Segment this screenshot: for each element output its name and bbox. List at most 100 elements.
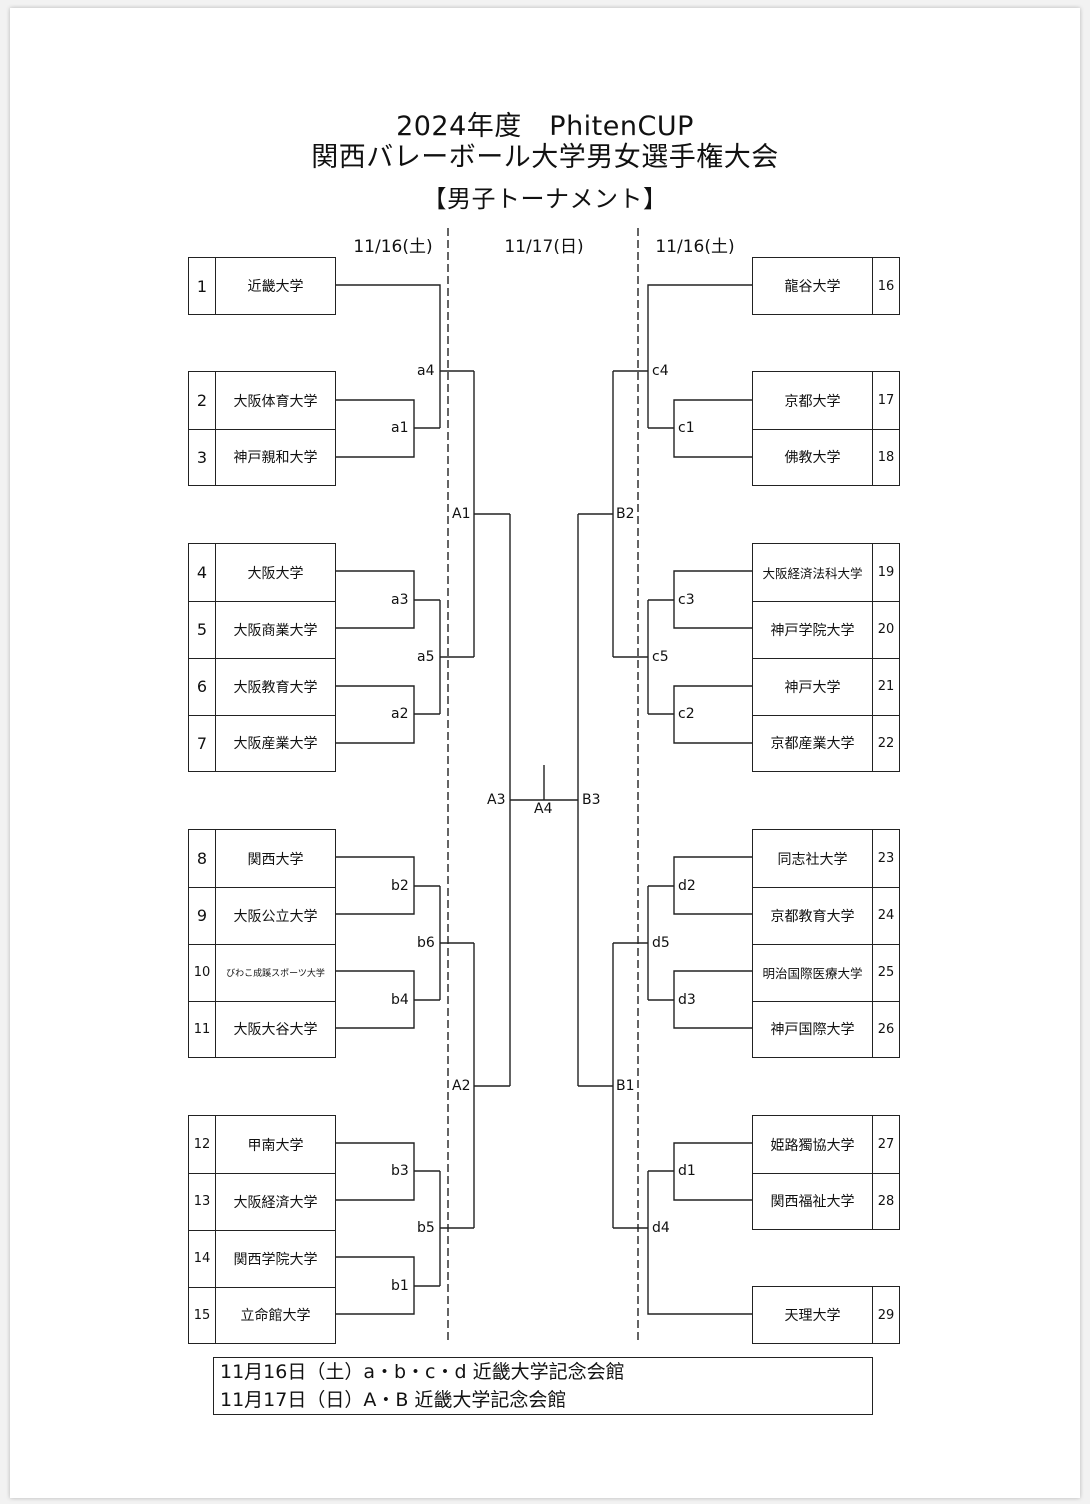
- team-group-8-11: 8 関西大学 9 大阪公立大学 10 びわこ成蹊スポーツ大学 11 大阪大谷大学: [188, 829, 336, 1058]
- match-label-a4: a4: [416, 363, 436, 379]
- bracket-subtitle: 【男子トーナメント】: [422, 185, 668, 213]
- team-name: 佛教大学: [784, 450, 841, 466]
- seed-number: 23: [872, 830, 899, 887]
- team-row: 明治国際医療大学 25: [753, 944, 899, 1002]
- team-name: 大阪大学: [247, 565, 304, 582]
- team-name: 関西大学: [247, 851, 304, 868]
- seed-number: 6: [189, 658, 216, 715]
- venue-line-1: 11月16日（土）a・b・c・d 近畿大学記念会館: [220, 1361, 625, 1383]
- team-name: 関西学院大学: [233, 1251, 318, 1268]
- team-row: 京都大学 17: [753, 372, 899, 430]
- seed-number: 16: [872, 258, 899, 314]
- match-label-a3: a3: [390, 592, 410, 608]
- team-row: 4 大阪大学: [189, 544, 335, 602]
- team-name: 神戸大学: [784, 679, 841, 696]
- seed-number: 13: [189, 1173, 216, 1230]
- match-label-b4: b4: [390, 992, 410, 1008]
- seed-number: 15: [189, 1287, 216, 1343]
- team-group-17-18: 京都大学 17 佛教大学 18: [752, 371, 900, 486]
- seed-number: 12: [189, 1116, 216, 1173]
- team-row: 7 大阪産業大学: [189, 715, 335, 771]
- match-label-B3: B3: [581, 792, 602, 808]
- team-row: 姫路獨協大学 27: [753, 1116, 899, 1174]
- seed-number: 20: [872, 601, 899, 658]
- team-name: 神戸学院大学: [770, 622, 855, 639]
- team-group-23-26: 同志社大学 23 京都教育大学 24 明治国際医療大学 25 神戸国際大学 26: [752, 829, 900, 1058]
- seed-number: 2: [189, 372, 216, 429]
- team-group-27-28: 姫路獨協大学 27 関西福祉大学 28: [752, 1115, 900, 1230]
- team-row: 6 大阪教育大学: [189, 658, 335, 716]
- team-box-1: 1 近畿大学: [188, 257, 336, 315]
- match-label-d1: d1: [677, 1163, 697, 1179]
- team-row: 神戸大学 21: [753, 658, 899, 716]
- team-group-2-3: 2 大阪体育大学 3 神戸親和大学: [188, 371, 336, 486]
- team-row: 13 大阪経済大学: [189, 1173, 335, 1231]
- match-label-b1: b1: [390, 1278, 410, 1294]
- team-name: 大阪大谷大学: [233, 1022, 318, 1038]
- match-label-B2: B2: [615, 506, 636, 522]
- match-label-c1: c1: [677, 420, 696, 436]
- team-name: 立命館大学: [240, 1308, 311, 1324]
- seed-number: 29: [872, 1287, 899, 1343]
- match-label-b2: b2: [390, 878, 410, 894]
- seed-number: 9: [189, 887, 216, 944]
- match-label-d2: d2: [677, 878, 697, 894]
- match-label-B1: B1: [615, 1078, 636, 1094]
- match-label-A4: A4: [533, 801, 554, 817]
- seed-number: 27: [872, 1116, 899, 1173]
- team-name: 京都教育大学: [770, 908, 855, 925]
- seed-number: 7: [189, 715, 216, 771]
- venue-info-box: 11月16日（土）a・b・c・d 近畿大学記念会館 11月17日（日）A・B 近…: [213, 1357, 873, 1415]
- team-row: 5 大阪商業大学: [189, 601, 335, 659]
- team-name: 天理大学: [784, 1308, 841, 1324]
- team-row: 京都産業大学 22: [753, 715, 899, 771]
- seed-number: 28: [872, 1173, 899, 1229]
- team-name: 京都大学: [784, 393, 841, 410]
- team-row: 15 立命館大学: [189, 1287, 335, 1343]
- match-label-b3: b3: [390, 1163, 410, 1179]
- match-label-a1: a1: [390, 420, 410, 436]
- team-row: 11 大阪大谷大学: [189, 1001, 335, 1057]
- seed-number: 22: [872, 715, 899, 771]
- seed-number: 5: [189, 601, 216, 658]
- seed-number: 11: [189, 1001, 216, 1057]
- team-row: 12 甲南大学: [189, 1116, 335, 1174]
- team-group-12-15: 12 甲南大学 13 大阪経済大学 14 関西学院大学 15 立命館大学: [188, 1115, 336, 1344]
- match-label-c5: c5: [651, 649, 670, 665]
- team-name: 神戸国際大学: [770, 1022, 855, 1038]
- team-name: 大阪産業大学: [233, 736, 318, 752]
- team-name: 大阪商業大学: [233, 622, 318, 639]
- team-row: 10 びわこ成蹊スポーツ大学: [189, 944, 335, 1002]
- match-label-b5: b5: [416, 1220, 436, 1236]
- team-group-19-22: 大阪経済法科大学 19 神戸学院大学 20 神戸大学 21 京都産業大学 22: [752, 543, 900, 772]
- team-row: 神戸学院大学 20: [753, 601, 899, 659]
- seed-number: 10: [189, 944, 216, 1001]
- seed-number: 4: [189, 544, 216, 601]
- match-label-A1: A1: [451, 506, 472, 522]
- team-name: 近畿大学: [247, 279, 304, 295]
- match-label-a5: a5: [416, 649, 436, 665]
- match-label-d4: d4: [651, 1220, 671, 1236]
- team-name: 同志社大学: [777, 851, 848, 868]
- team-row: 佛教大学 18: [753, 429, 899, 485]
- team-name: 姫路獨協大学: [770, 1137, 855, 1154]
- match-label-c3: c3: [677, 592, 696, 608]
- seed-number: 24: [872, 887, 899, 944]
- match-label-A2: A2: [451, 1078, 472, 1094]
- match-label-a2: a2: [390, 706, 410, 722]
- team-row: 2 大阪体育大学: [189, 372, 335, 430]
- team-row: 8 関西大学: [189, 830, 335, 888]
- date-right: 11/16(土): [655, 237, 735, 257]
- team-name: 関西福祉大学: [770, 1194, 855, 1210]
- team-group-4-7: 4 大阪大学 5 大阪商業大学 6 大阪教育大学 7 大阪産業大学: [188, 543, 336, 772]
- venue-line-2: 11月17日（日）A・B 近畿大学記念会館: [220, 1389, 567, 1411]
- match-label-c4: c4: [651, 363, 670, 379]
- date-left: 11/16(土): [353, 237, 433, 257]
- team-name: 大阪教育大学: [233, 679, 318, 696]
- team-name: 大阪経済大学: [233, 1194, 318, 1211]
- team-name: 大阪体育大学: [233, 393, 318, 410]
- title-line-1: 2024年度 PhitenCUP: [396, 111, 694, 142]
- team-name: びわこ成蹊スポーツ大学: [226, 969, 325, 979]
- seed-number: 17: [872, 372, 899, 429]
